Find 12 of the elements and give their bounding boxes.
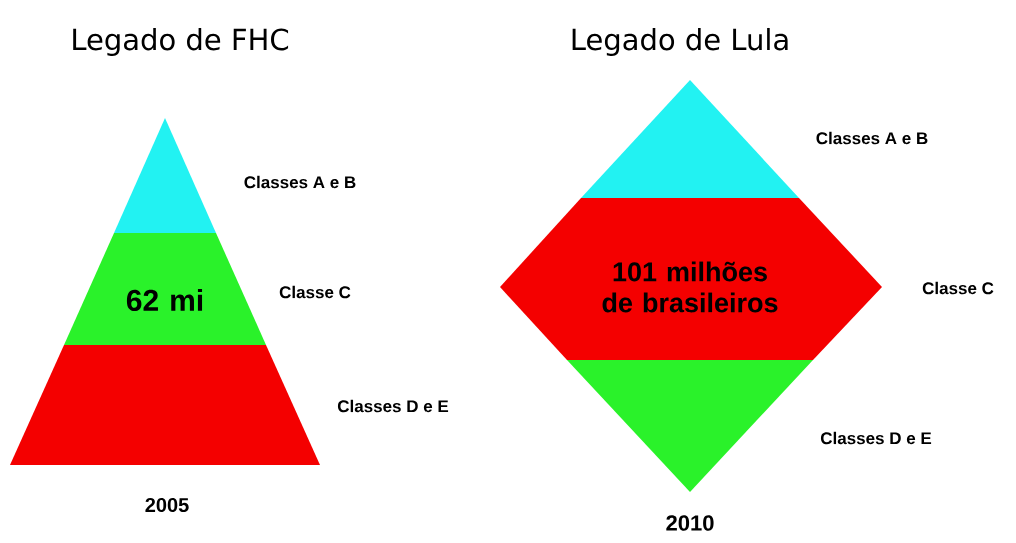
band: 101 milhões de brasileiros — [500, 198, 882, 360]
triangle-band — [567, 360, 813, 492]
class-label: Classes A e B — [244, 175, 356, 189]
triangle-band — [581, 80, 799, 198]
triangle-band — [114, 118, 216, 233]
class-label: Classes A e B — [816, 131, 928, 145]
trapezoid-band — [10, 345, 320, 465]
class-label: Classe C — [922, 281, 994, 295]
class-label: Classes D e E — [820, 431, 932, 445]
class-label: Classes D e E — [337, 399, 449, 413]
band: 62 mi — [64, 233, 266, 345]
class-label: Classe C — [279, 285, 351, 299]
